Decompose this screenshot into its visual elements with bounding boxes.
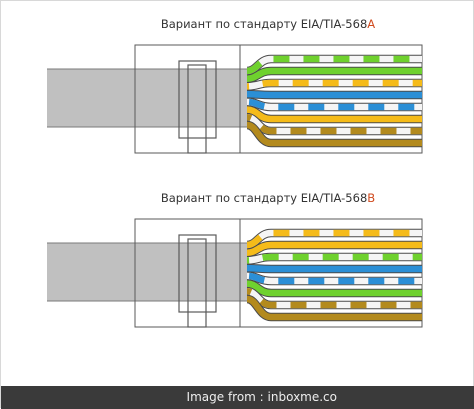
wire-7-568a (246, 113, 422, 136)
wire-6-568b (246, 279, 422, 298)
title-suffix-568a: A (367, 17, 376, 31)
connector-latch-outer-568b (178, 234, 217, 313)
wire-7-568b (246, 287, 422, 310)
wire-6-base (246, 106, 422, 123)
wire-7-stripe (246, 114, 422, 135)
wire-4-base (246, 264, 422, 273)
wire-4-568b (246, 263, 422, 274)
wire-5-base (246, 98, 422, 111)
wire-5-stripe (246, 272, 422, 285)
title-suffix-568b: B (367, 191, 376, 205)
wire-8-base (246, 121, 422, 147)
wire-6-568a (246, 105, 422, 124)
wiring-diagram-568a (47, 44, 423, 154)
wire-1-stripe (246, 229, 422, 249)
wire-2-568b (246, 240, 422, 257)
wire-7-stripe (246, 288, 422, 309)
wire-2-base (246, 67, 422, 82)
wire-2-568a (246, 66, 422, 83)
diagram-title-568a: Вариант по стандарту EIA/TIA-568A (63, 17, 473, 31)
wire-8-568a (246, 120, 422, 148)
wire-5-base (246, 272, 422, 285)
title-prefix-568b: Вариант по стандарту EIA/TIA-568 (160, 191, 368, 205)
diagram-title-568b: Вариант по стандарту EIA/TIA-568B (63, 191, 473, 205)
wire-3-568b (246, 252, 422, 265)
wiring-diagrams-svg (47, 44, 423, 328)
wire-3-stripe (246, 79, 422, 90)
wire-8-568b (246, 294, 422, 322)
title-prefix-568a: Вариант по стандарту EIA/TIA-568 (160, 17, 368, 31)
wire-6-base (246, 280, 422, 297)
image-source-caption: Image from : inboxme.co (186, 390, 337, 404)
wire-4-base (246, 90, 422, 99)
wire-4-568a (246, 89, 422, 100)
wire-3-stripe (246, 253, 422, 264)
connector-latch-inner-568a (187, 64, 207, 154)
wire-5-stripe (246, 98, 422, 111)
wire-3-568a (246, 78, 422, 91)
wire-2-base (246, 241, 422, 256)
connector-latch-inner-568b (187, 238, 207, 328)
wire-8-base (246, 295, 422, 321)
wire-1-568b (246, 228, 422, 250)
wire-1-stripe (246, 55, 422, 75)
cable-jacket-568b (47, 243, 247, 301)
wire-5-568a (246, 97, 422, 112)
connector-latch-outer-568a (178, 60, 217, 139)
cable-jacket-568a (47, 69, 247, 127)
wire-5-568b (246, 271, 422, 286)
wiring-diagram-568b (47, 218, 423, 328)
wire-1-568a (246, 54, 422, 76)
caption-bar (1, 386, 474, 409)
